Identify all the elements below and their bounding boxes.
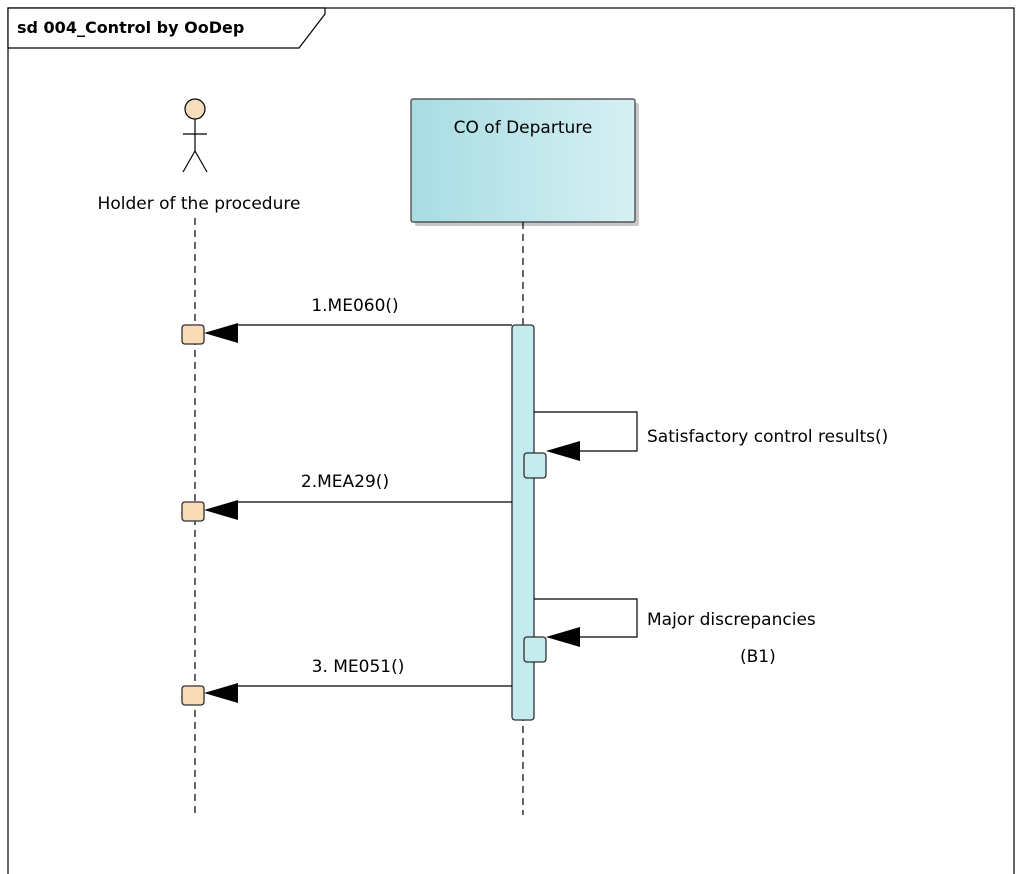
self-message-2: Major discrepancies (B1): [534, 598, 816, 667]
receive-activation: [181, 324, 205, 345]
message-label: Satisfactory control results(): [647, 427, 888, 447]
arrowhead-icon: [204, 323, 238, 343]
message-1: 1.ME060(): [204, 296, 512, 343]
arrowhead-icon: [204, 683, 238, 703]
arrowhead-icon: [204, 500, 238, 520]
frame-title-tab: [7, 7, 326, 49]
message-label: Major discrepancies: [647, 610, 816, 630]
actor-name: Holder of the procedure: [98, 194, 301, 214]
message-label: 1.ME060(): [311, 296, 398, 316]
message-label: 3. ME051(): [312, 657, 405, 677]
actor-lifeline: Holder of the procedure: [98, 98, 301, 815]
message-label-note: (B1): [740, 647, 776, 667]
actor-stick-figure-icon: [182, 98, 208, 173]
self-message-1: Satisfactory control results(): [534, 411, 888, 461]
system-name: CO of Departure: [454, 118, 593, 138]
frame-title: sd 004_Control by OoDep: [17, 18, 244, 37]
receive-activation: [181, 501, 205, 522]
system-lifeline: CO of Departure: [410, 98, 639, 815]
message-label: 2.MEA29(): [301, 472, 389, 492]
self-activation: [523, 452, 547, 479]
message-3: 3. ME051(): [204, 657, 512, 703]
activation-bar: [511, 324, 535, 721]
self-activation: [523, 636, 547, 663]
diagram-frame: sd 004_Control by OoDep: [7, 7, 1015, 874]
arrowhead-icon: [546, 627, 580, 647]
receive-activation: [181, 685, 205, 706]
arrowhead-icon: [546, 441, 580, 461]
message-2: 2.MEA29(): [204, 472, 512, 520]
